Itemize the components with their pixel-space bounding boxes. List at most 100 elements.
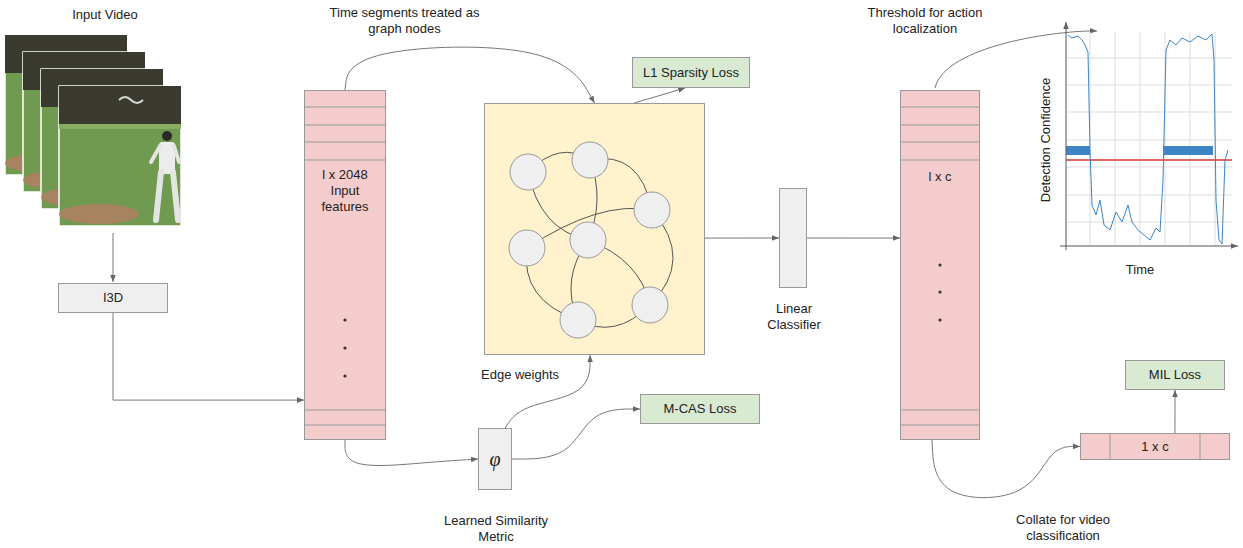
grid-line xyxy=(1066,222,1232,223)
box-label: φ xyxy=(489,448,500,470)
ellipsis-dot xyxy=(938,318,941,321)
player-leg xyxy=(173,172,178,220)
connector-arrow xyxy=(512,409,640,459)
chart-grid xyxy=(1066,32,1232,246)
vector-divider xyxy=(1200,433,1201,460)
box-content xyxy=(485,104,704,354)
loss-box: L1 Sparsity Loss xyxy=(632,57,750,88)
video-frames xyxy=(5,35,181,226)
box-label: M-CAS Loss xyxy=(664,401,737,417)
graph-edge xyxy=(578,305,650,327)
feature-column: l x 2048 Input features xyxy=(304,90,386,440)
graph-panel: Edge weights xyxy=(484,103,705,355)
box-content: l x c xyxy=(901,91,979,439)
box-label: l x c xyxy=(928,169,951,185)
confidence-signal xyxy=(1068,34,1228,244)
segment-divider xyxy=(900,142,980,143)
box-caption: Linear Classifier xyxy=(749,301,839,333)
loss-box: MIL Loss xyxy=(1125,360,1225,390)
caption-holder: Linear Classifier xyxy=(749,301,839,333)
connector-arrow xyxy=(1174,390,1175,433)
ellipsis-dot xyxy=(343,374,346,377)
graph-edge xyxy=(526,248,578,320)
box-caption: Learned Similarity Metric xyxy=(431,513,561,545)
classifier-box: Linear Classifier xyxy=(779,188,807,288)
segment-divider xyxy=(900,160,980,161)
grid-line xyxy=(1066,85,1232,86)
connectors xyxy=(113,47,1175,498)
column-stripes xyxy=(305,107,1200,460)
annotation-label: Time xyxy=(1110,262,1170,278)
detection-bar xyxy=(1066,146,1090,155)
connector-arrow xyxy=(345,440,478,465)
segment-divider xyxy=(305,160,385,161)
graph-node xyxy=(634,192,670,228)
box-caption: Edge weights xyxy=(481,367,559,383)
box-content: φ xyxy=(479,429,511,489)
player-head xyxy=(162,131,172,141)
segment-divider xyxy=(900,107,980,108)
detection-bar xyxy=(1163,146,1213,155)
connector-arrow xyxy=(634,88,685,103)
box-content xyxy=(780,189,806,287)
frame-mound xyxy=(59,204,139,224)
label-holder: Input Video xyxy=(60,7,150,23)
ellipsis-dot xyxy=(343,318,346,321)
confidence-chart xyxy=(1060,22,1238,250)
similarity-box: φLearned Similarity Metric xyxy=(478,428,512,490)
graph-node xyxy=(632,287,668,323)
graph-node xyxy=(570,222,606,258)
player-arm xyxy=(151,146,160,162)
connector-arrow xyxy=(807,238,900,239)
segment-divider xyxy=(900,410,980,411)
graph-node xyxy=(560,302,596,338)
graph-edge xyxy=(528,152,590,172)
output-vector: 1 x c xyxy=(1080,433,1230,460)
ellipsis-dot xyxy=(938,263,941,266)
label-holder: Time segments treated as graph nodes xyxy=(322,5,487,37)
loss-box: M-CAS Loss xyxy=(640,394,760,424)
graph-edge xyxy=(650,210,673,305)
segment-divider xyxy=(305,410,385,411)
graph-edge xyxy=(588,160,597,240)
graph-node xyxy=(572,142,608,178)
ellipsis-dot xyxy=(938,290,941,293)
annotation-label: Time segments treated as graph nodes xyxy=(322,5,487,37)
ellipsis-dots xyxy=(343,263,941,377)
graph-edge xyxy=(571,240,588,320)
grid-line xyxy=(1066,112,1232,113)
connector-arrow xyxy=(505,355,590,428)
segment-divider xyxy=(305,425,385,426)
threshold-arrow xyxy=(935,31,1097,88)
grid-line xyxy=(1140,32,1141,246)
box-content: M-CAS Loss xyxy=(641,395,759,423)
ellipsis-dot xyxy=(343,346,346,349)
annotation-label: Input Video xyxy=(60,7,150,23)
caption-holder: Edge weights xyxy=(481,367,559,383)
graph-edge xyxy=(588,240,650,305)
annotation-label: Threshold for action localization xyxy=(863,5,987,37)
segment-divider xyxy=(900,425,980,426)
box-content: L1 Sparsity Loss xyxy=(633,58,749,87)
connector-arrow xyxy=(705,238,779,239)
caption-holder: Learned Similarity Metric xyxy=(431,513,561,545)
segment-divider xyxy=(305,142,385,143)
video-frame xyxy=(59,86,181,226)
player-figure xyxy=(151,131,179,220)
annotation-label: Collate for video classification xyxy=(1003,512,1123,544)
frame-stands xyxy=(59,86,181,124)
player-leg xyxy=(156,172,161,220)
frame-logo xyxy=(119,97,143,103)
segment-divider xyxy=(305,107,385,108)
label-holder: Threshold for action localization xyxy=(863,5,987,37)
box-label: MIL Loss xyxy=(1149,367,1201,383)
process-box: I3D xyxy=(58,283,168,313)
annotation-label: Detection Confidence xyxy=(1038,60,1054,220)
box-content: MIL Loss xyxy=(1126,361,1224,389)
x-axis xyxy=(1060,246,1238,247)
threshold-line xyxy=(1066,159,1232,161)
label-holder: Detection Confidence xyxy=(1038,60,1054,220)
box-label: I3D xyxy=(103,290,123,306)
grid-line xyxy=(1190,32,1191,246)
box-label: L1 Sparsity Loss xyxy=(643,65,739,81)
